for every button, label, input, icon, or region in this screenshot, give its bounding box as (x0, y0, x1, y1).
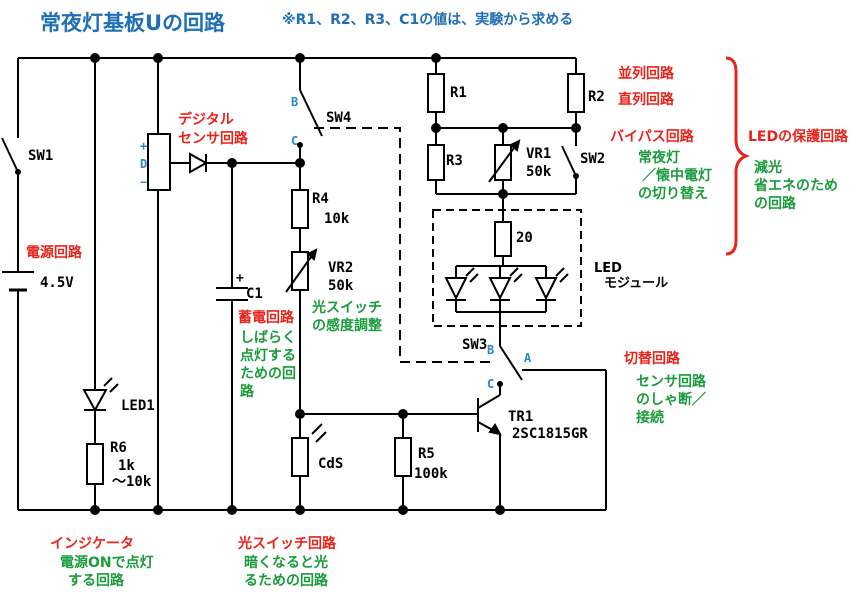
sensitivity-label-1: 光スイッチ (311, 299, 382, 316)
led-protection-label: LEDの保護回路 (748, 128, 849, 145)
storage-label: 蓄電回路 (238, 309, 295, 326)
vr2-symbol (285, 248, 318, 293)
cds-label: CdS (318, 456, 343, 472)
led-module-label-1: LED (594, 261, 622, 276)
indicator-label: インジケータ (50, 536, 134, 552)
r4-value: 10k (324, 211, 350, 227)
bypass-label: バイパス回路 (610, 128, 695, 145)
vr1-symbol (488, 139, 521, 183)
led-module-label-2: モジュール (604, 276, 668, 291)
sw1-symbol (1, 137, 21, 175)
tr1-part: 2SC1815GR (512, 426, 588, 442)
note: ※R1、R2、R3、C1の値は、実験から求める (282, 11, 573, 28)
tr1-label: TR1 (508, 409, 533, 425)
sensitivity-label-2: の感度調整 (312, 317, 383, 334)
sw3-c: C (487, 377, 494, 391)
switching-desc-2: のしゃ断／ (636, 391, 706, 408)
switching-desc-3: 接続 (636, 409, 664, 426)
led1-symbol (82, 377, 119, 413)
r1-symbol (427, 73, 445, 113)
led-protection-desc-3: の回路 (754, 195, 797, 212)
r4-label: R4 (312, 191, 329, 207)
r2-label: R2 (588, 89, 605, 105)
indicator-desc-1: 電源ONで点灯 (60, 554, 154, 571)
power-circuit-label: 電源回路 (26, 244, 83, 261)
r20-label: 20 (516, 230, 533, 246)
sw4-label: SW4 (326, 110, 351, 126)
cds-symbol (291, 423, 327, 477)
r5-symbol (394, 437, 412, 477)
digital-sensor-label-1: デジタル (178, 111, 234, 128)
r5-value: 100k (414, 466, 448, 482)
junction-dots (90, 53, 581, 515)
vr2-label: VR2 (328, 260, 353, 276)
led-protection-desc-1: 減光 (754, 159, 782, 176)
battery-symbol (2, 271, 34, 292)
digital-sensor-symbol (147, 133, 171, 191)
vr1-label: VR1 (526, 146, 551, 162)
sw4-c: C (291, 134, 298, 148)
led-module-leds (444, 267, 569, 301)
diode-symbol (189, 152, 209, 174)
sw4-symbol (297, 89, 496, 363)
r6-value-1: 1k (118, 458, 135, 474)
battery-label: 4.5V (40, 275, 74, 291)
sw2-label: SW2 (580, 151, 605, 167)
r2-symbol (567, 73, 585, 113)
sensor-plus: + (140, 139, 147, 153)
parallel-label: 並列回路 (618, 65, 675, 82)
bypass-desc-3: の切り替え (638, 185, 708, 202)
sensor-d: D (140, 157, 147, 171)
r3-symbol (427, 144, 445, 181)
c1-plus: + (236, 271, 244, 286)
bypass-desc-1: 常夜灯 (638, 149, 680, 166)
c1-label: C1 (246, 286, 263, 302)
sw3-label: SW3 (462, 337, 487, 353)
r6-symbol (86, 443, 104, 485)
led-protection-desc-2: 省エネのため (753, 177, 838, 194)
digital-sensor-label-2: センサ回路 (178, 130, 249, 147)
sw3-a: A (524, 351, 532, 365)
led1-label: LED1 (121, 398, 155, 414)
light-switch-desc-1: 暗くなると光 (244, 554, 328, 571)
storage-desc-3: ための回 (240, 366, 296, 382)
series-label: 直列回路 (618, 91, 675, 108)
switching-desc-1: センサ回路 (636, 373, 707, 390)
page-title: 常夜灯基板Uの回路 (40, 11, 226, 35)
r1-label: R1 (450, 85, 467, 101)
light-switch-desc-2: るための回路 (244, 572, 329, 589)
wires (17, 57, 607, 511)
r6-label: R6 (110, 440, 127, 456)
r4-symbol (291, 189, 309, 229)
switching-label: 切替回路 (624, 350, 681, 367)
led-module-box (432, 209, 582, 327)
sw4-b: B (291, 95, 298, 109)
c1-symbol (216, 287, 248, 301)
sw1-label: SW1 (28, 148, 53, 164)
r6-value-2: ～10k (112, 474, 152, 490)
tr1-symbol (477, 394, 502, 436)
sw3-symbol (497, 345, 523, 387)
r20-symbol (494, 221, 512, 257)
r3-label: R3 (446, 153, 463, 169)
storage-desc-4: 路 (240, 383, 255, 400)
bypass-desc-2: ／懐中電灯 (642, 167, 712, 184)
storage-desc-1: しばらく (240, 330, 296, 346)
light-switch-label: 光スイッチ回路 (237, 535, 337, 552)
sw2-symbol (561, 145, 579, 179)
led-protection-bracket (725, 56, 751, 256)
sw3-b: B (487, 343, 494, 357)
vr1-value: 50k (526, 164, 552, 180)
storage-desc-2: 点灯する (240, 347, 296, 364)
sensor-minus: − (140, 175, 147, 189)
vr2-value: 50k (328, 278, 354, 294)
r5-label: R5 (418, 446, 435, 462)
indicator-desc-2: する回路 (68, 572, 125, 589)
